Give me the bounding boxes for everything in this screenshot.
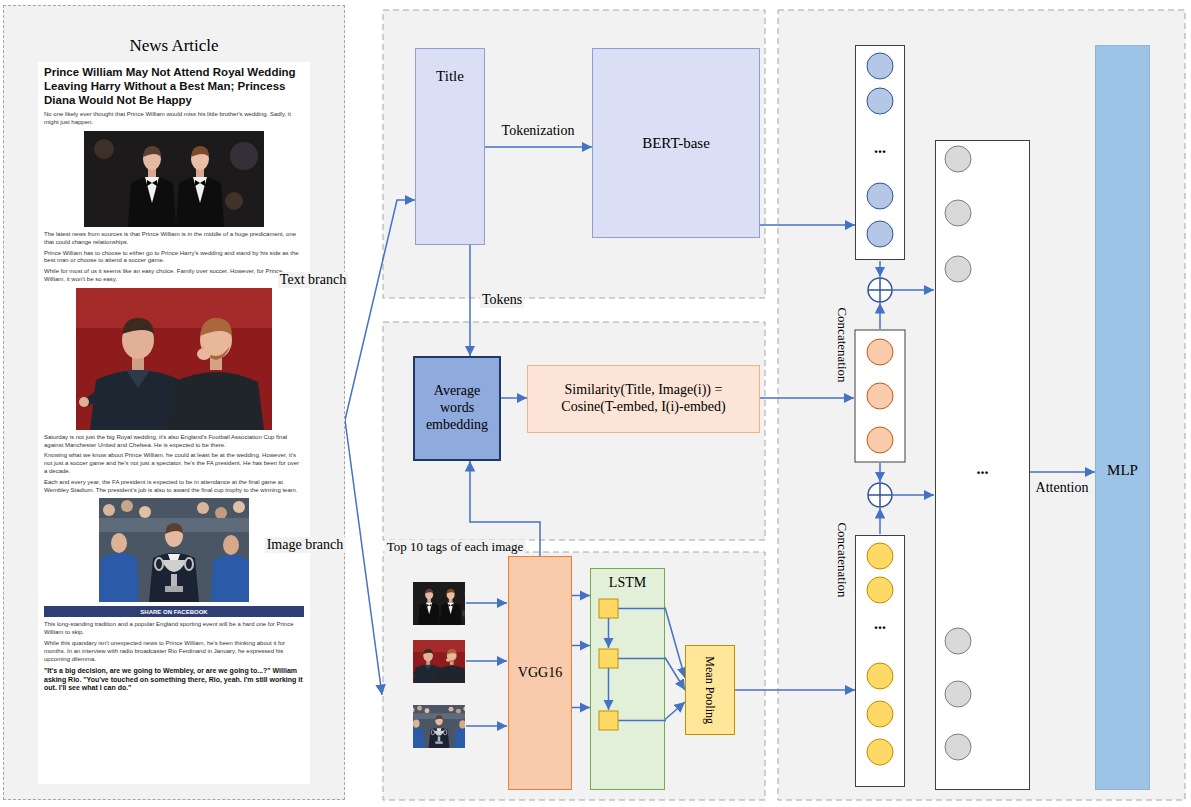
article-paragraph: Each and every year, the FA president is… xyxy=(44,479,304,495)
image-arrow xyxy=(466,660,507,662)
vector-cells xyxy=(856,536,906,788)
article-paragraph: The latest news from sources is that Pri… xyxy=(44,231,304,247)
feature-vector: ... xyxy=(855,535,905,787)
concat-arrow xyxy=(879,463,881,482)
article-headline: Prince William May Not Attend Royal Wedd… xyxy=(44,66,304,107)
article-paragraph: While this quandary isn't unexpected new… xyxy=(44,640,304,663)
flow-arrow xyxy=(572,595,590,597)
node-text: News Article xyxy=(4,36,344,56)
article-slot: While this quandary isn't unexpected new… xyxy=(44,640,304,663)
lstm-cells xyxy=(591,569,666,791)
concat-arrow xyxy=(879,508,881,534)
article-slot: Prince William has to choose to either g… xyxy=(44,250,304,266)
concat-arrow xyxy=(892,289,934,291)
article-paragraph: Knowing what we know about Prince Willia… xyxy=(44,452,304,475)
article-paragraph: This long-standing tradition and a popul… xyxy=(44,621,304,637)
node-text: VGG16 xyxy=(518,665,562,682)
article-screenshot: Prince William May Not Attend Royal Wedd… xyxy=(38,62,310,784)
article-photo xyxy=(76,288,272,430)
similarity-vector xyxy=(855,330,905,462)
article-paragraph: Saturday is not just the big Royal weddi… xyxy=(44,434,304,450)
concat-arrow xyxy=(879,303,881,329)
classifier-box: MLP xyxy=(1095,45,1150,790)
branch-label: Image branch xyxy=(265,537,346,553)
flow-arrow xyxy=(345,200,415,420)
similarity-arrow xyxy=(760,397,854,399)
image-thumbnail xyxy=(408,705,470,748)
embedding-box: Average words embedding xyxy=(413,356,501,461)
node-text: MLP xyxy=(1096,461,1149,479)
article-slot: This long-standing tradition and a popul… xyxy=(44,621,304,637)
node-text: Mean Pooling xyxy=(703,656,717,724)
lstm-box: LSTM xyxy=(590,568,665,790)
concat-symbol xyxy=(868,483,892,507)
article-slot: Each and every year, the FA president is… xyxy=(44,479,304,495)
node-text: ... xyxy=(936,459,1029,478)
article-photo xyxy=(84,131,264,227)
concat-symbol xyxy=(868,278,892,302)
cnn-box: VGG16 xyxy=(508,556,572,790)
node-text: Title xyxy=(416,67,484,85)
flow-arrow xyxy=(572,645,590,647)
image-thumbnail xyxy=(409,640,468,683)
concat-arrow xyxy=(879,261,881,277)
flow-arrow xyxy=(665,608,685,679)
node-text: ... xyxy=(856,138,904,157)
flow-arrow xyxy=(572,707,590,709)
node-text: LSTM xyxy=(591,575,664,592)
flow-arrow xyxy=(735,689,855,691)
operation-label: Concatenation xyxy=(835,305,850,384)
article-slot: Saturday is not just the big Royal weddi… xyxy=(44,434,304,450)
image-arrow xyxy=(466,725,507,727)
flow-arrow xyxy=(665,702,685,720)
fusion-panel xyxy=(778,10,1185,800)
node-text: BERT-base xyxy=(642,134,710,152)
node-text: ... xyxy=(856,614,904,633)
flow-arrow xyxy=(1030,471,1095,473)
concat-arrow xyxy=(892,494,934,496)
input-box: Title xyxy=(415,48,485,245)
flow-arrow xyxy=(665,658,685,691)
image-panel xyxy=(383,552,765,800)
article-slot: While for most of us it seems like an ea… xyxy=(44,268,304,284)
feature-vector: ... xyxy=(855,45,905,260)
feature-vector: ... xyxy=(935,140,1030,790)
encoder-box: BERT-base xyxy=(592,48,760,238)
share-bar: SHARE ON FACEBOOK xyxy=(44,606,304,617)
edge-label: Tokenization xyxy=(500,123,577,139)
text-panel xyxy=(383,10,765,298)
edge-label: Top 10 tags of each image xyxy=(385,540,526,555)
article-paragraph: Prince William has to choose to either g… xyxy=(44,250,304,266)
edge-label: Tokens xyxy=(480,292,524,308)
operation-label: Concatenation xyxy=(835,520,850,599)
article-slot: "It's a big decision, are we going to We… xyxy=(44,667,304,692)
pooling-box: Mean Pooling xyxy=(685,645,735,735)
similarity-box: Similarity(Title, Image(i)) = Cosine(T-e… xyxy=(527,365,760,433)
article-slot: Knowing what we know about Prince Willia… xyxy=(44,452,304,475)
article-slot: Prince William May Not Attend Royal Wedd… xyxy=(44,66,304,107)
article-quote: "It's a big decision, are we going to We… xyxy=(44,667,304,692)
edge-label: Text branch xyxy=(278,272,348,288)
similarity-panel xyxy=(383,322,765,540)
flow-arrow xyxy=(485,146,592,148)
article-paragraph: While for most of us it seems like an ea… xyxy=(44,268,304,284)
flow-arrow xyxy=(501,397,527,399)
image-arrow xyxy=(466,602,507,604)
edge-label: Attention xyxy=(1034,480,1091,496)
share-button-text: SHARE ON FACEBOOK xyxy=(140,609,207,615)
flow-arrow xyxy=(469,245,471,356)
article-slot: No one likely ever thought that Prince W… xyxy=(44,111,304,127)
article-paragraph: No one likely ever thought that Prince W… xyxy=(44,111,304,127)
article-slot: The latest news from sources is that Pri… xyxy=(44,231,304,247)
node-text: Similarity(Title, Image(i)) = Cosine(T-e… xyxy=(538,382,749,416)
flow-arrow xyxy=(760,224,855,226)
image-branch-arrow xyxy=(345,420,382,695)
article-slot: SHARE ON FACEBOOK xyxy=(140,609,207,615)
node-text: Average words embedding xyxy=(421,383,493,433)
article-photo xyxy=(99,498,249,602)
